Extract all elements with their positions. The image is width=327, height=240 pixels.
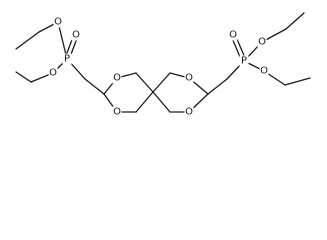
oxygen-atom-label: O [259, 65, 269, 77]
oxygen-atom-label: O [112, 72, 122, 84]
bond-layer [15, 12, 311, 113]
oxygen-atom-label: O [228, 29, 238, 41]
svg-text:O: O [260, 66, 268, 77]
svg-text:O: O [113, 73, 121, 84]
svg-text:O: O [185, 107, 193, 118]
svg-text:O: O [54, 17, 62, 28]
svg-text:P: P [241, 56, 247, 67]
oxygen-atom-label: O [257, 36, 267, 48]
bond-single [15, 31, 40, 50]
bond-single [207, 78, 228, 95]
oxygen-atom-label: O [71, 29, 81, 41]
oxygen-atom-label: O [184, 72, 194, 84]
oxygen-atom-label: O [53, 16, 63, 28]
bond-single [152, 91, 171, 113]
bond-single [84, 78, 105, 95]
bond-single [135, 91, 154, 113]
phosphorus-atom-label: P [239, 55, 249, 67]
bond-single [15, 71, 32, 83]
oxygen-atom-label: O [184, 106, 194, 118]
svg-text:O: O [72, 30, 80, 41]
svg-text:P: P [64, 54, 70, 65]
oxygen-atom-label: O [112, 106, 122, 118]
bond-single [285, 12, 305, 30]
bond-single [135, 72, 154, 93]
bond-single [152, 72, 171, 93]
svg-text:O: O [49, 68, 57, 79]
phosphorus-atom-label: P [62, 53, 72, 65]
svg-text:O: O [258, 37, 266, 48]
svg-text:O: O [229, 30, 237, 41]
oxygen-atom-label: O [48, 67, 58, 79]
svg-text:O: O [113, 107, 121, 118]
bond-single [284, 77, 311, 86]
bond-single [57, 21, 68, 60]
svg-text:O: O [185, 73, 193, 84]
